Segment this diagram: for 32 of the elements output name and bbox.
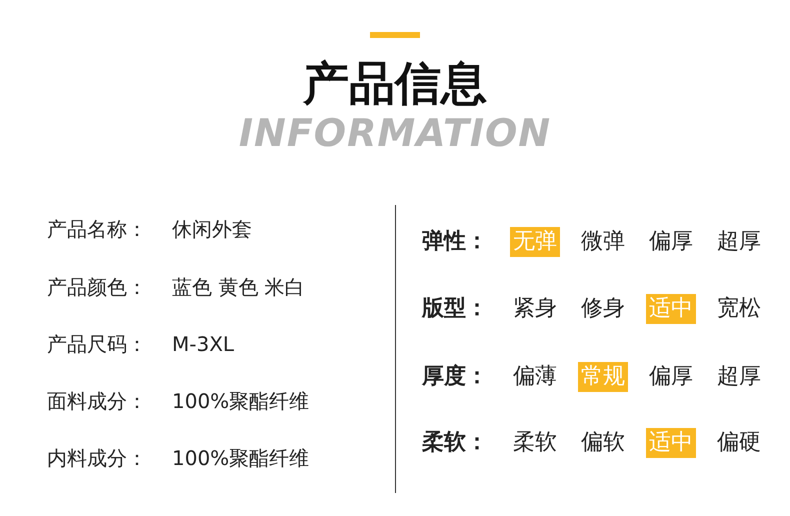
field-value: 蓝色 黄色 米白 [172, 277, 305, 297]
option-text: 偏软 [581, 432, 625, 454]
field-label: 产品尺码： [47, 334, 147, 354]
option-text: 超厚 [717, 366, 761, 388]
option-text: 偏硬 [717, 432, 761, 454]
option-text: 偏薄 [513, 366, 557, 388]
highlighted-option: 适中 [646, 428, 696, 458]
option-text: 柔软 [513, 432, 557, 454]
highlighted-option: 适中 [646, 294, 696, 324]
option-text: 宽松 [717, 298, 761, 320]
title: 产品信息 [302, 60, 488, 106]
highlighted-option: 常规 [578, 362, 628, 392]
option-text: 偏厚 [649, 231, 693, 253]
subtitle: INFORMATION [238, 114, 552, 152]
field-label: 产品颜色： [47, 277, 147, 297]
option-text: 修身 [581, 298, 625, 320]
field-value: 休闲外套 [172, 219, 252, 239]
highlighted-option: 无弹 [510, 227, 560, 257]
attribute-label: 柔软： [422, 432, 488, 454]
option-text: 超厚 [717, 231, 761, 253]
option-text: 紧身 [513, 298, 557, 320]
field-label: 面料成分： [47, 391, 147, 411]
field-label: 产品名称： [47, 219, 147, 239]
field-label: 内料成分： [47, 448, 147, 468]
option-text: 偏厚 [649, 366, 693, 388]
attribute-label: 版型： [422, 298, 488, 320]
attribute-label: 弹性： [422, 231, 488, 253]
attribute-label: 厚度： [422, 366, 488, 388]
field-value: 100%聚酯纤维 [172, 448, 310, 468]
field-value: 100%聚酯纤维 [172, 391, 310, 411]
option-text: 微弹 [581, 231, 625, 253]
field-value: M-3XL [172, 334, 234, 354]
